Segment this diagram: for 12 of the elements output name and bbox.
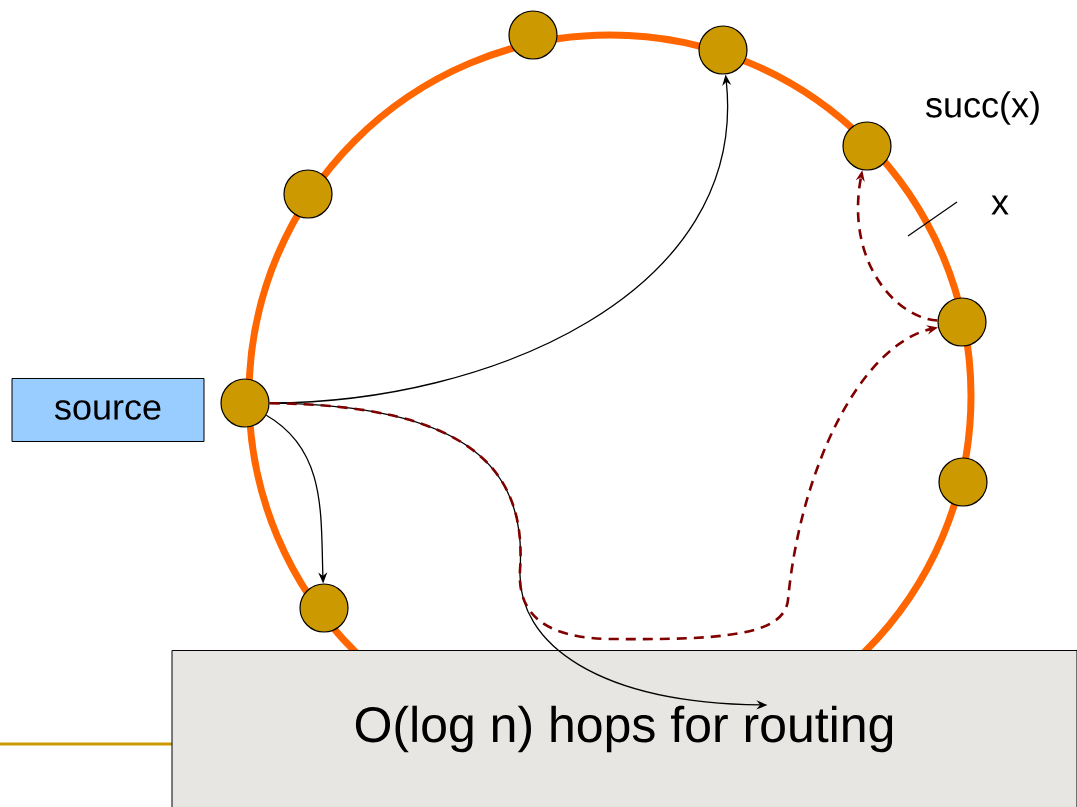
peer-circle — [938, 457, 988, 507]
peer-circle — [220, 378, 270, 428]
peer-circle — [508, 10, 558, 60]
label-box: source — [11, 378, 205, 442]
peer-circle — [698, 25, 748, 75]
summary-box: O(log n) hops for routing — [171, 650, 1077, 807]
position-label: x — [991, 195, 1009, 215]
peer-circle — [842, 121, 892, 171]
peer-circle — [937, 297, 987, 347]
peer-circle — [299, 583, 349, 633]
node-caption: succ(x) — [926, 91, 1039, 125]
peer-circle — [283, 169, 333, 219]
